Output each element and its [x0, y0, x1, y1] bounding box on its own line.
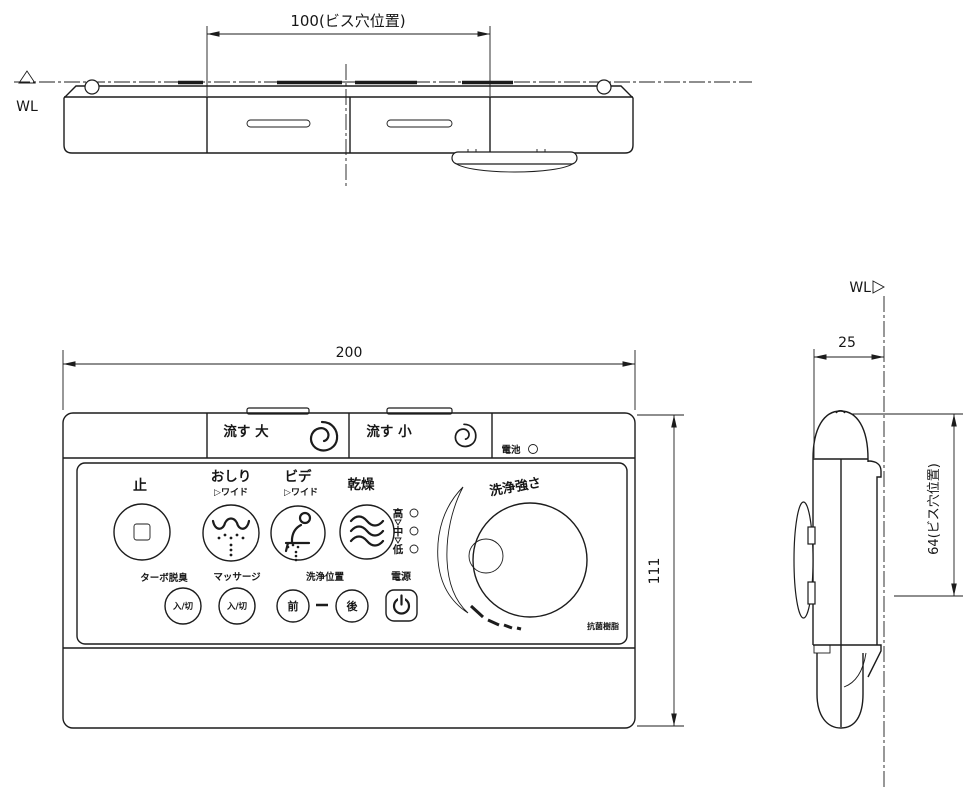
- level-arrow-1-icon: [394, 519, 402, 526]
- power-button: [385, 589, 418, 622]
- bidet-sub-label: ▷ワイド: [284, 487, 318, 498]
- side-wall-hook-top: [867, 460, 882, 645]
- front-view: 200 111 流す 大 流す 小 電池 止: [62, 345, 684, 729]
- side-body-profile: [793, 410, 882, 729]
- side-bottom-step: [813, 644, 831, 654]
- flush-large-swirl-icon: [309, 420, 339, 452]
- top-dim-extension-lines: [206, 26, 491, 96]
- dryer-level-indicators: 高 中 低: [392, 507, 419, 556]
- bidet-button: [270, 505, 326, 561]
- wl-marker-side: WL: [849, 280, 885, 296]
- wl-arrow-icon: [872, 280, 885, 294]
- dial-knob: [472, 502, 588, 618]
- side-dim-screw-label: 64(ビス穴位置): [927, 463, 942, 555]
- dryer-button: [339, 504, 395, 560]
- bidet-icon: [284, 511, 312, 562]
- side-dim-screw-extensions: [851, 413, 963, 597]
- side-knob-clip-lower: [807, 581, 816, 605]
- rear-wash-sub-label: ▷ワイド: [214, 487, 248, 498]
- battery-label: 電池: [501, 444, 521, 456]
- dryer-icon: [349, 515, 385, 547]
- dryer-label: 乾燥: [348, 476, 375, 493]
- wash-position-label: 洗浄位置: [306, 571, 345, 583]
- button-row-secondary: ターボ脱臭 入/切 マッサージ 入/切 洗浄位置 前 後 電源: [140, 570, 418, 625]
- flush-strip: 流す 大 流す 小 電池: [223, 420, 538, 456]
- flush-small-swirl-icon: [454, 423, 477, 448]
- massage-label: マッサージ: [213, 572, 261, 583]
- front-dim-width-extensions: [62, 350, 636, 410]
- corner-mark-label: 抗菌樹脂: [587, 621, 619, 631]
- dial-top-profile: [451, 149, 578, 173]
- rear-wash-label: おしり: [211, 469, 252, 485]
- level-mid-lamp: [409, 526, 419, 536]
- position-front-button: [276, 589, 310, 623]
- control-panel: [76, 462, 628, 645]
- screw-boss-right: [596, 79, 612, 95]
- front-dim-width-label: 200: [336, 345, 363, 361]
- flush-slot-left: [246, 119, 311, 128]
- side-knob-clip-upper: [807, 526, 816, 545]
- top-body-dividers: [206, 97, 491, 153]
- wl-marker-top: WL: [16, 70, 38, 115]
- position-front-label: 前: [288, 599, 299, 613]
- rear-wash-button: [202, 504, 260, 562]
- top-view-body: [63, 79, 634, 173]
- strip-dividers: [206, 413, 493, 458]
- flush-slot-right: [386, 119, 453, 128]
- massage-onoff-label: 入/切: [226, 601, 248, 612]
- turbo-deodorize-button: [164, 587, 202, 625]
- stop-icon: [133, 523, 151, 541]
- dial-finger-dimple: [468, 538, 504, 574]
- level-high-lamp: [409, 508, 419, 518]
- side-dim-depth-label: 25: [838, 335, 856, 351]
- level-high-label: 高: [393, 507, 404, 520]
- turbo-deodorize-label: ターボ脱臭: [140, 572, 188, 584]
- spray-strength-label: 洗浄強さ: [488, 475, 542, 500]
- strength-scale-ticks: [469, 604, 522, 631]
- wl-label-top: WL: [16, 99, 38, 115]
- power-label: 電源: [391, 570, 411, 583]
- wl-label-side: WL: [849, 280, 871, 296]
- stop-button: [113, 503, 171, 561]
- stop-button-label: 止: [133, 477, 147, 494]
- front-body-outline: [62, 412, 636, 729]
- position-rear-label: 後: [347, 599, 359, 613]
- side-wall-hook-bottom: [867, 644, 882, 678]
- position-rear-button: [335, 589, 369, 623]
- side-view: WL 25 64(ビス穴位置): [793, 280, 963, 790]
- level-mid-label: 中: [393, 525, 404, 538]
- bidet-label: ビデ: [285, 468, 312, 485]
- screw-boss-left: [84, 79, 100, 95]
- rear-wash-icon: [211, 517, 251, 557]
- level-arrow-2-icon: [394, 537, 402, 544]
- turbo-deodorize-onoff-label: 入/切: [172, 601, 194, 612]
- top-dim-screw-pitch-label: 100(ビス穴位置): [290, 12, 405, 30]
- level-low-label: 低: [392, 543, 404, 556]
- front-dim-height-label: 111: [647, 558, 663, 585]
- power-icon: [392, 594, 411, 615]
- side-bottom-lobe: [816, 653, 864, 729]
- spray-strength-dial: 洗浄強さ: [437, 475, 588, 631]
- strength-scale-arc: [437, 486, 469, 614]
- button-row-main: 止 おしり ▷ワイド ビデ ▷ワイド: [113, 468, 419, 562]
- massage-button: [218, 587, 256, 625]
- flush-large-button: 流す 大: [223, 423, 269, 440]
- battery-indicator-lamp: [528, 444, 538, 454]
- level-low-lamp: [409, 544, 419, 554]
- top-view: 100(ビス穴位置) WL: [14, 12, 752, 188]
- flush-small-button: 流す 小: [366, 423, 412, 440]
